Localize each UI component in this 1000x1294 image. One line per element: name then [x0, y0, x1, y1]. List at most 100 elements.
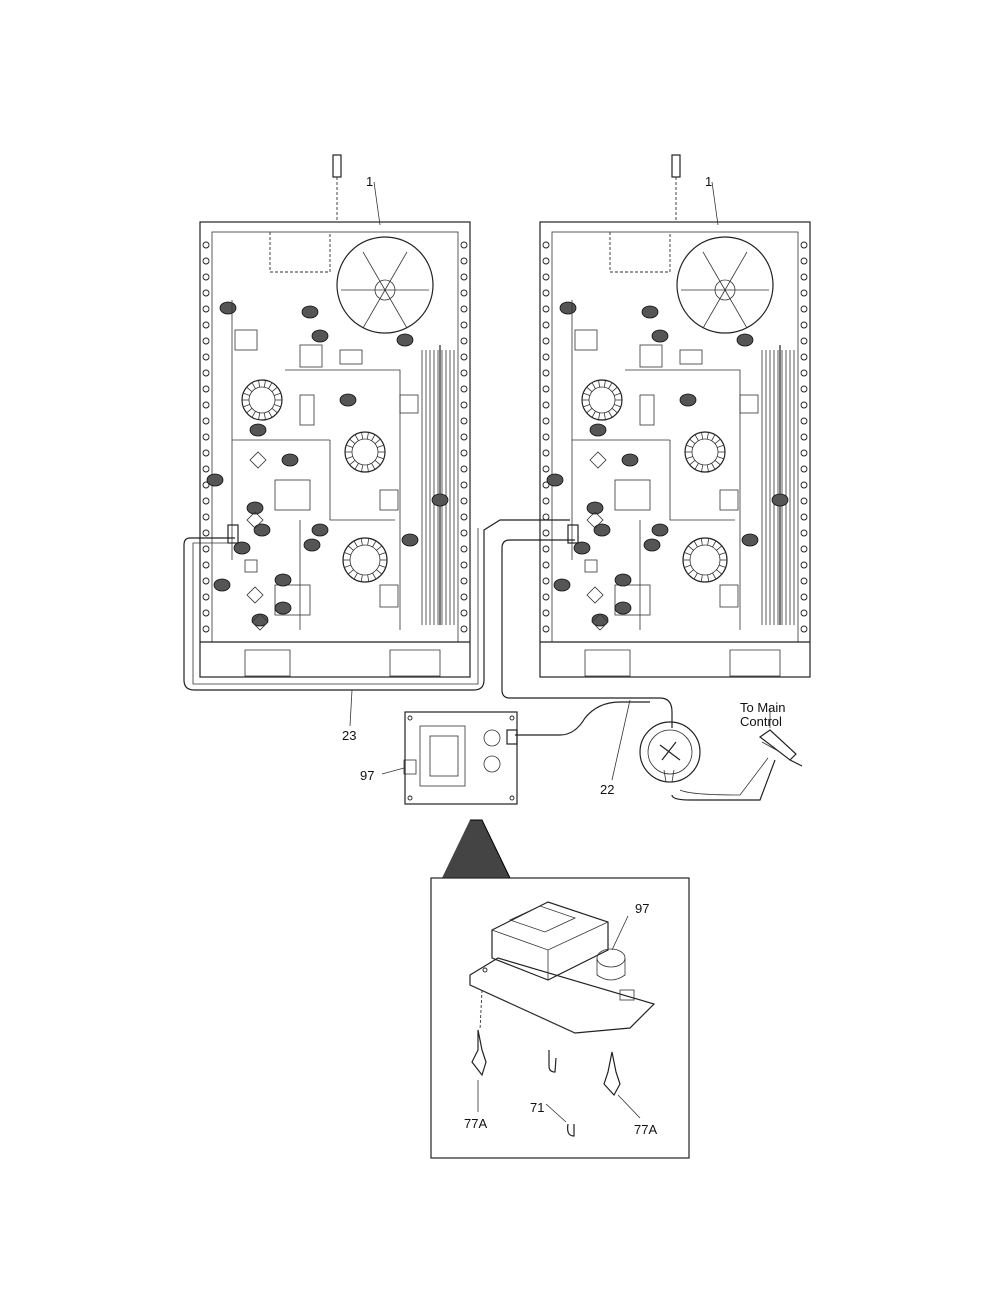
toroid-core: [691, 438, 719, 466]
capacitor: [736, 333, 754, 347]
board-component: [299, 394, 315, 426]
mounting-hole: [800, 257, 808, 265]
coil-winding: [706, 432, 709, 440]
leader-harness-23: [349, 689, 353, 727]
coil-winding: [271, 408, 278, 414]
coil-winding: [372, 572, 377, 580]
coil-winding: [354, 463, 359, 470]
coil-winding: [372, 540, 377, 548]
coil-winding: [591, 411, 596, 418]
leader-board-right: [711, 181, 719, 226]
transistor-pad: [586, 586, 604, 604]
mounting-hole: [800, 625, 808, 633]
coil-winding: [712, 540, 717, 548]
coil-winding: [274, 404, 281, 408]
mounting-hole: [800, 385, 808, 393]
mounting-hole: [460, 497, 468, 505]
board-component: [379, 489, 399, 511]
coil-winding: [684, 564, 692, 568]
capacitor: [311, 329, 329, 343]
leader-control-board: [381, 767, 405, 775]
mounting-hole: [542, 513, 550, 521]
coil-winding: [717, 444, 724, 448]
callout-harness-22: 22: [600, 782, 614, 797]
mounting-hole: [800, 401, 808, 409]
board-component: [574, 329, 598, 351]
coil-winding: [608, 382, 613, 389]
capacitor: [771, 493, 789, 507]
mounting-hole: [202, 385, 210, 393]
coil-winding: [718, 552, 726, 556]
main-control-label-line2: Control: [740, 714, 782, 729]
capacitor: [621, 453, 639, 467]
mounting-hole: [460, 577, 468, 585]
inverter-board-left: [199, 221, 471, 678]
board-component: [639, 394, 655, 426]
mounting-hole: [542, 577, 550, 585]
callout-control-board: 97: [360, 768, 374, 783]
mounting-hole: [800, 433, 808, 441]
harness-connector: [227, 524, 239, 544]
coil-winding: [371, 463, 376, 470]
harness-23: [183, 519, 570, 691]
coil-winding: [717, 456, 724, 460]
capacitor: [249, 423, 267, 437]
coil-winding: [694, 463, 699, 470]
coil-winding: [707, 574, 710, 582]
capacitor: [206, 473, 224, 487]
coil-winding: [371, 434, 376, 441]
mounting-hole: [460, 369, 468, 377]
capacitor: [431, 493, 449, 507]
board-component: [244, 559, 258, 573]
capacitor: [274, 601, 292, 615]
mounting-hole: [542, 337, 550, 345]
mounting-hole: [542, 257, 550, 265]
mounting-hole: [202, 625, 210, 633]
coil-winding: [687, 569, 694, 575]
transistor-pad: [246, 586, 264, 604]
coil-winding: [377, 444, 384, 448]
board-trace: [625, 369, 741, 630]
fan-blade: [702, 289, 726, 329]
mounting-hole: [542, 545, 550, 553]
coil-winding: [251, 382, 256, 389]
callout-board-left: 1: [366, 174, 373, 189]
coil-winding: [376, 569, 383, 575]
mounting-hole: [460, 465, 468, 473]
transistor-pad: [249, 451, 267, 469]
coil-winding: [367, 538, 370, 546]
coil-winding: [361, 432, 364, 440]
mounting-hole: [542, 289, 550, 297]
callout-detail-board: 97: [635, 901, 649, 916]
coil-winding: [714, 460, 721, 466]
coil-winding: [347, 569, 354, 575]
board-component: [399, 394, 419, 414]
mounting-hole: [460, 593, 468, 601]
mounting-hole: [542, 401, 550, 409]
mounting-hole: [202, 529, 210, 537]
coil-winding: [243, 404, 250, 408]
fan-blade: [362, 289, 386, 329]
capacitor: [233, 541, 251, 555]
coil-winding: [354, 434, 359, 441]
mounting-hole: [460, 289, 468, 297]
mounting-hole: [202, 241, 210, 249]
coil-winding: [258, 412, 261, 420]
mounting-hole: [460, 449, 468, 457]
coil-winding: [268, 382, 273, 389]
mounting-hole: [800, 273, 808, 281]
mounting-hole: [800, 513, 808, 521]
harness-connector: [567, 524, 579, 544]
mounting-hole: [800, 417, 808, 425]
capacitor: [546, 473, 564, 487]
capacitor: [311, 523, 329, 537]
mounting-hole: [542, 497, 550, 505]
coil-winding: [344, 564, 352, 568]
mounting-hole: [202, 465, 210, 473]
capacitor: [553, 578, 571, 592]
coil-winding: [716, 545, 723, 551]
mounting-hole: [460, 321, 468, 329]
coil-winding: [378, 564, 386, 568]
mounting-hole: [202, 417, 210, 425]
coil-winding: [603, 412, 606, 420]
